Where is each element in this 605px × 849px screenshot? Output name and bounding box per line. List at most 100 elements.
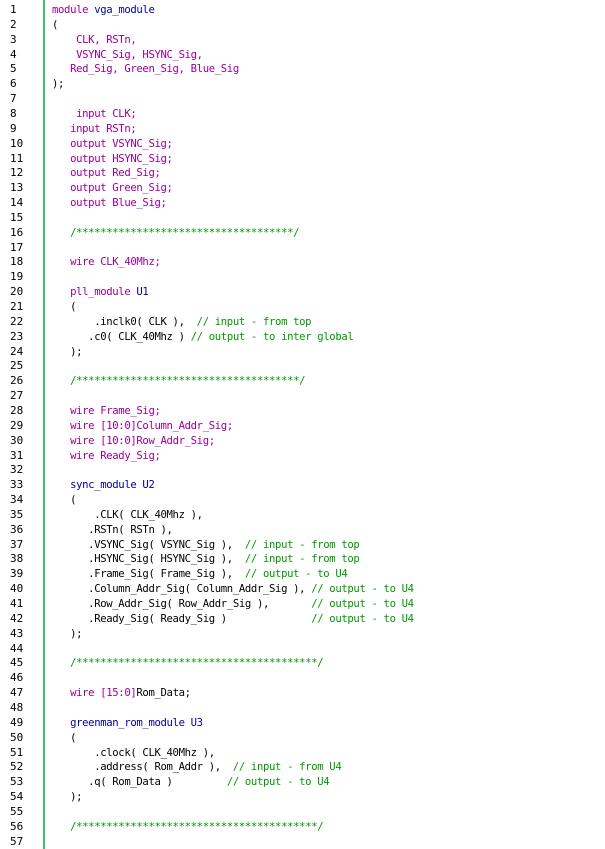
code-line[interactable]: input RSTn; [52, 122, 137, 137]
line-number: 6 [10, 77, 17, 91]
code-identifier: sync_module [52, 479, 143, 492]
line-number: 53 [10, 775, 24, 789]
code-line[interactable]: ); [52, 790, 82, 805]
code-line[interactable]: .Frame_Sig( Frame_Sig ), // output - to … [52, 567, 348, 582]
line-number: 3 [10, 32, 17, 46]
code-keyword: Red_Sig, Green_Sig, Blue_Sig [52, 63, 239, 76]
code-line[interactable]: wire Frame_Sig; [52, 404, 161, 419]
code-line[interactable]: output Blue_Sig; [52, 196, 167, 211]
line-number: 30 [10, 433, 24, 447]
line-number: 14 [10, 196, 24, 210]
code-line[interactable]: ); [52, 627, 82, 642]
code-identifier: vga_module [94, 4, 155, 16]
code-line[interactable]: .c0( CLK_40Mhz ) // output - to inter gl… [52, 330, 354, 345]
code-line[interactable]: input CLK; [52, 107, 137, 122]
code-line[interactable]: sync_module U2 [52, 478, 155, 493]
code-line[interactable]: module vga_module [52, 3, 155, 18]
code-text: ); [52, 345, 83, 358]
line-number: 35 [10, 507, 24, 521]
line-number: 42 [10, 611, 24, 625]
code-line[interactable]: VSYNC_Sig, HSYNC_Sig, [52, 48, 203, 63]
code-text: .CLK( CLK_40Mhz ), [52, 508, 203, 521]
line-number: 52 [10, 760, 24, 774]
code-line[interactable]: output HSYNC_Sig; [52, 152, 173, 167]
code-line[interactable]: wire [15:0]Rom_Data; [52, 686, 191, 701]
code-text: ( [52, 18, 59, 31]
code-line[interactable]: .clock( CLK_40Mhz ), [52, 746, 215, 761]
code-line[interactable]: /***************************************… [52, 656, 324, 671]
code-line[interactable]: /***************************************… [52, 820, 324, 835]
code-line[interactable]: /*************************************/ [52, 374, 305, 389]
code-line[interactable]: .CLK( CLK_40Mhz ), [52, 508, 203, 523]
code-line[interactable]: .address( Rom_Addr ), // input - from U4 [52, 760, 342, 775]
code-line[interactable]: .RSTn( RSTn ), [52, 523, 173, 538]
line-number: 15 [10, 210, 24, 224]
line-number: 5 [10, 62, 17, 76]
code-keyword: wire Ready_Sig; [52, 449, 161, 462]
code-line[interactable]: ( [52, 18, 58, 33]
code-keyword: CLK, RSTn, [52, 33, 137, 46]
code-line[interactable]: wire CLK_40Mhz; [52, 255, 161, 270]
line-number: 20 [10, 285, 24, 299]
code-line[interactable]: wire [10:0]Column_Addr_Sig; [52, 419, 233, 434]
line-number: 39 [10, 567, 24, 581]
code-line[interactable]: .Column_Addr_Sig( Column_Addr_Sig ), // … [52, 582, 414, 597]
line-number: 40 [10, 582, 24, 596]
line-number: 31 [10, 448, 24, 462]
code-comment: // input - from top [244, 538, 360, 551]
code-text: .HSYNC_Sig( HSYNC_Sig ), [52, 553, 245, 566]
code-text: ( [52, 731, 77, 744]
code-comment: // output - to U4 [226, 776, 330, 789]
code-keyword: Row_Addr_Sig; [136, 434, 215, 447]
code-text: .Frame_Sig( Frame_Sig ), [52, 568, 245, 581]
code-line[interactable]: ); [52, 345, 82, 360]
code-keyword: input CLK; [52, 107, 137, 120]
line-number: 12 [10, 166, 24, 180]
code-keyword: pll_module [52, 286, 137, 299]
code-keyword: output Blue_Sig; [52, 197, 167, 210]
code-keyword: wire CLK_40Mhz; [52, 256, 161, 269]
code-line[interactable]: .Row_Addr_Sig( Row_Addr_Sig ), // output… [52, 597, 414, 612]
code-line[interactable]: ( [52, 300, 76, 315]
code-line[interactable]: wire [10:0]Row_Addr_Sig; [52, 434, 215, 449]
code-keyword: wire [10:0] [52, 419, 137, 432]
code-line[interactable]: /************************************/ [52, 226, 299, 241]
code-line[interactable]: .VSYNC_Sig( VSYNC_Sig ), // input - from… [52, 538, 360, 553]
code-line[interactable]: greenman_rom_module U3 [52, 716, 203, 731]
code-line[interactable]: ( [52, 731, 76, 746]
line-number: 17 [10, 240, 24, 254]
code-comment: // output - to inter global [190, 330, 354, 343]
code-line[interactable]: output VSYNC_Sig; [52, 137, 173, 152]
code-line[interactable]: wire Ready_Sig; [52, 449, 161, 464]
code-line[interactable]: Red_Sig, Green_Sig, Blue_Sig [52, 62, 239, 77]
code-line[interactable]: ( [52, 493, 76, 508]
code-text: Rom_Data; [136, 687, 191, 700]
line-number: 38 [10, 552, 24, 566]
code-keyword: VSYNC_Sig, HSYNC_Sig, [52, 48, 203, 61]
code-text: .VSYNC_Sig( VSYNC_Sig ), [52, 538, 245, 551]
code-line[interactable]: output Red_Sig; [52, 166, 161, 181]
line-number: 4 [10, 47, 17, 61]
code-identifier: greenman_rom_module [52, 716, 191, 729]
code-keyword: wire [15:0] [52, 687, 137, 700]
code-line[interactable]: pll_module U1 [52, 285, 149, 300]
code-line[interactable]: .HSYNC_Sig( HSYNC_Sig ), // input - from… [52, 552, 360, 567]
code-comment: // input - from U4 [232, 761, 342, 774]
code-line[interactable]: .inclk0( CLK ), // input - from top [52, 315, 311, 330]
code-text: .address( Rom_Addr ), [52, 761, 233, 774]
code-comment: // input - from top [244, 553, 360, 566]
code-line[interactable]: ); [52, 77, 64, 92]
code-line[interactable]: .q( Rom_Data ) // output - to U4 [52, 775, 329, 790]
line-number: 33 [10, 478, 24, 492]
line-number: 57 [10, 834, 24, 848]
code-line[interactable]: output Green_Sig; [52, 181, 173, 196]
code-text: .Ready_Sig( Ready_Sig ) [52, 612, 312, 625]
code-line[interactable]: .Ready_Sig( Ready_Sig ) // output - to U… [52, 612, 414, 627]
line-number: 47 [10, 686, 24, 700]
code-text: ( [52, 494, 77, 507]
code-line[interactable]: CLK, RSTn, [52, 33, 137, 48]
line-number: 22 [10, 314, 24, 328]
line-number: 7 [10, 92, 17, 106]
code-text: .clock( CLK_40Mhz ), [52, 746, 215, 759]
